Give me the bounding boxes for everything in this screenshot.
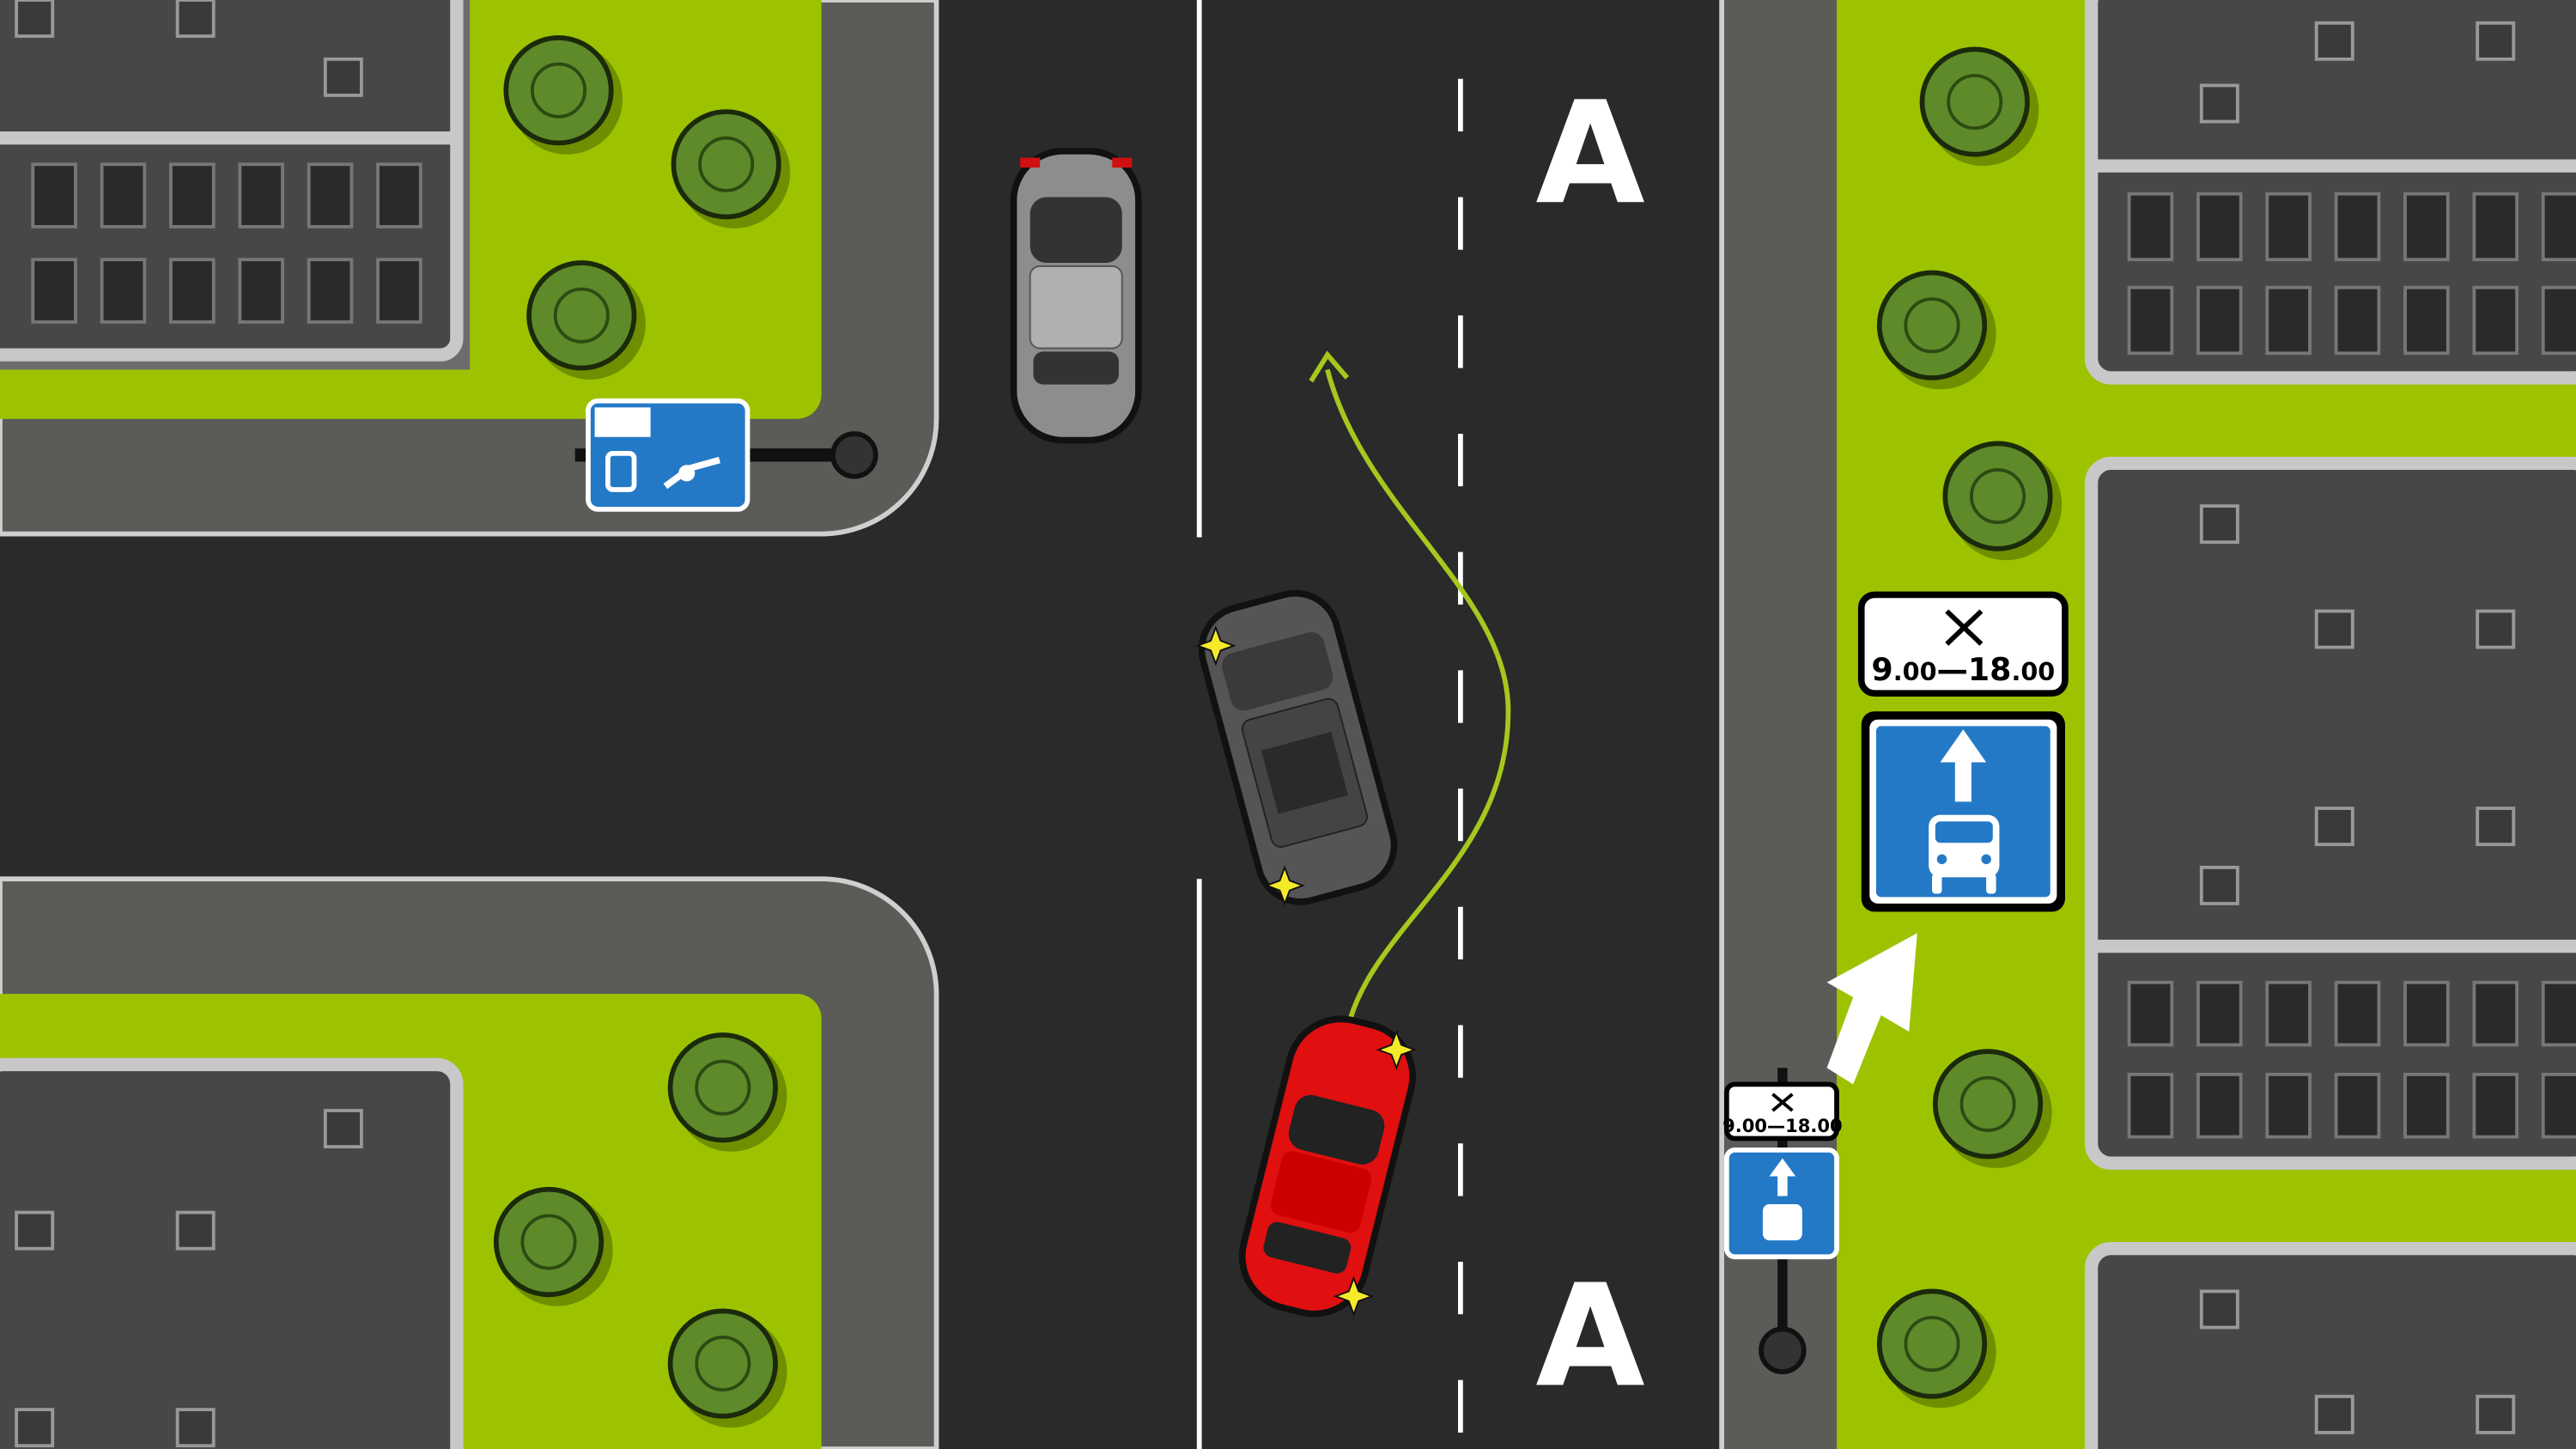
window: [238, 258, 284, 324]
roof-vent: [15, 0, 55, 38]
tree: [1876, 270, 1996, 390]
window: [2127, 285, 2174, 356]
hammers-icon: [1945, 609, 1984, 646]
bus-lane-sign-large: 9.00—18.00: [1857, 591, 2069, 912]
indicator-sparkles: [1195, 624, 1418, 1317]
trees: [493, 35, 2063, 1428]
tree: [667, 1032, 787, 1152]
building-windows: [31, 162, 2576, 1139]
window: [2196, 285, 2243, 356]
window: [2196, 192, 2243, 262]
window: [169, 162, 216, 228]
window: [2472, 285, 2519, 356]
window: [2541, 1072, 2576, 1139]
window: [2196, 980, 2243, 1047]
roof-vent: [2476, 609, 2516, 649]
roof-vent: [2314, 807, 2354, 847]
window: [169, 258, 216, 324]
bus-lane-sign-small: 9.00—18.00: [1722, 1068, 1843, 1374]
pointer-arrow: [1826, 933, 1917, 1085]
gray-car: [1010, 148, 1142, 444]
window: [2265, 192, 2312, 262]
red-car: [1238, 1015, 1416, 1318]
roof-vent: [2199, 1289, 2239, 1330]
roof-vent: [2199, 865, 2239, 905]
small-plate-time-range: 9.00—18.00: [1722, 1115, 1842, 1136]
window: [238, 162, 284, 228]
tree: [503, 35, 623, 155]
tree: [671, 109, 791, 228]
roof-vent: [2476, 21, 2516, 61]
window: [2127, 980, 2174, 1047]
tree: [1919, 46, 2039, 167]
roof-vents: [15, 0, 2516, 1448]
window: [2334, 980, 2381, 1047]
roof-vent: [2476, 807, 2516, 847]
roof-vent: [175, 0, 216, 38]
lane-markings: [1196, 0, 1463, 1449]
roof-vent: [175, 1210, 216, 1251]
tree: [493, 1186, 613, 1306]
roof-vent: [2314, 21, 2354, 61]
window: [31, 162, 77, 228]
window: [100, 258, 147, 324]
pedestrian-hazard-sign: [574, 398, 878, 512]
window: [2196, 1072, 2243, 1139]
roof-vent: [175, 1408, 216, 1448]
window: [2127, 1072, 2174, 1139]
roof-vent: [323, 1109, 363, 1148]
trajectory-arrow: [1309, 350, 1511, 1020]
window: [2472, 192, 2519, 262]
plate-time-range: 9.00—18.00: [1871, 651, 2055, 688]
zone-label-top: A: [1535, 70, 1644, 235]
left-bottom-block: [0, 876, 939, 1449]
window: [100, 162, 147, 228]
roof-vent: [2199, 83, 2239, 124]
window: [376, 258, 422, 324]
zone-label-bottom: A: [1535, 1253, 1644, 1418]
roof-vent: [2314, 609, 2354, 649]
tree: [667, 1308, 787, 1428]
roof-vent: [15, 1210, 55, 1251]
window: [2541, 192, 2576, 262]
up-arrow-icon: [1940, 729, 1987, 802]
tree: [526, 260, 646, 380]
building: [0, 1057, 464, 1449]
window: [31, 258, 77, 324]
window: [2403, 1072, 2450, 1139]
roof-vent: [323, 57, 363, 97]
tree: [1932, 1049, 2052, 1168]
window: [2334, 285, 2381, 356]
window: [2541, 285, 2576, 356]
tree: [1876, 1288, 1996, 1409]
window: [2541, 980, 2576, 1047]
window: [2334, 1072, 2381, 1139]
window: [2127, 192, 2174, 262]
roof-vent: [15, 1408, 55, 1448]
window: [2265, 285, 2312, 356]
black-car: [1198, 589, 1398, 905]
window: [2403, 980, 2450, 1047]
window: [2472, 980, 2519, 1047]
window: [2265, 980, 2312, 1047]
roof-vent: [2199, 504, 2239, 545]
window: [307, 258, 354, 324]
tree: [1942, 441, 2063, 561]
window: [376, 162, 422, 228]
roof-vent: [2476, 1394, 2516, 1434]
window: [2265, 1072, 2312, 1139]
window: [2472, 1072, 2519, 1139]
bus-icon: [1929, 814, 2000, 894]
window: [2403, 285, 2450, 356]
roof-vent: [2314, 1394, 2354, 1434]
window: [307, 162, 354, 228]
window: [2403, 192, 2450, 262]
window: [2334, 192, 2381, 262]
